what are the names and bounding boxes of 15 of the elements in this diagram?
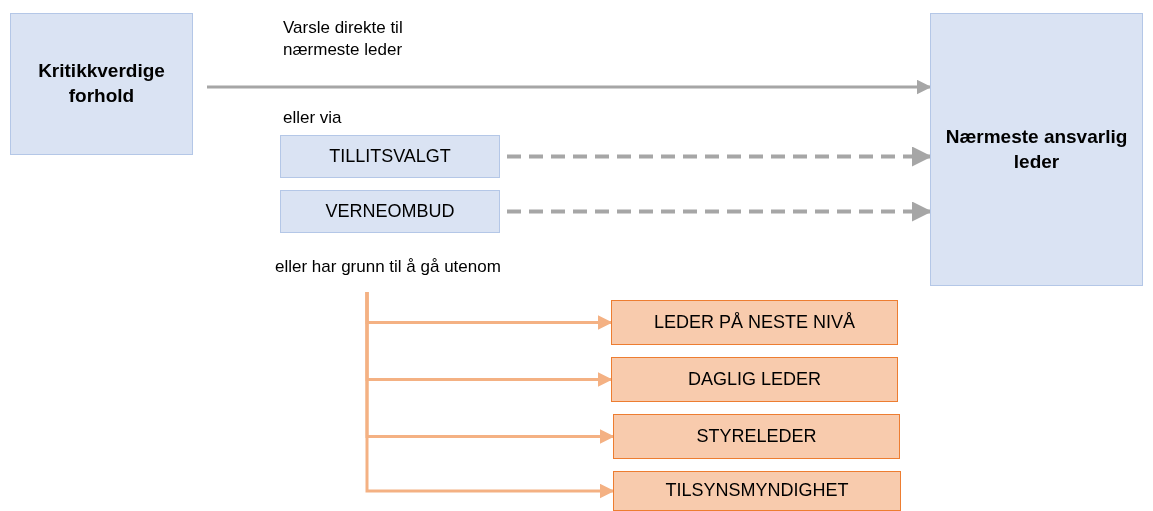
note-text: eller via xyxy=(283,107,342,129)
process-box: Nærmeste ansvarlig leder xyxy=(930,13,1143,286)
recipient-box: DAGLIG LEDER xyxy=(611,357,898,402)
recipient-box: STYRELEDER xyxy=(613,414,900,459)
arrow xyxy=(507,146,932,167)
arrow xyxy=(507,201,932,222)
recipient-box: TILSYNSMYNDIGHET xyxy=(613,471,901,511)
process-box: Kritikkverdige forhold xyxy=(10,13,193,155)
channel-box: VERNEOMBUD xyxy=(280,190,500,233)
arrow xyxy=(207,79,932,95)
channel-box: TILLITSVALGT xyxy=(280,135,500,178)
branch-label: eller har grunn til å gå utenom xyxy=(275,254,575,280)
arrow xyxy=(365,292,615,499)
recipient-box: LEDER PÅ NESTE NIVÅ xyxy=(611,300,898,345)
edge-label: Varsle direkte til nærmeste leder xyxy=(283,17,404,62)
